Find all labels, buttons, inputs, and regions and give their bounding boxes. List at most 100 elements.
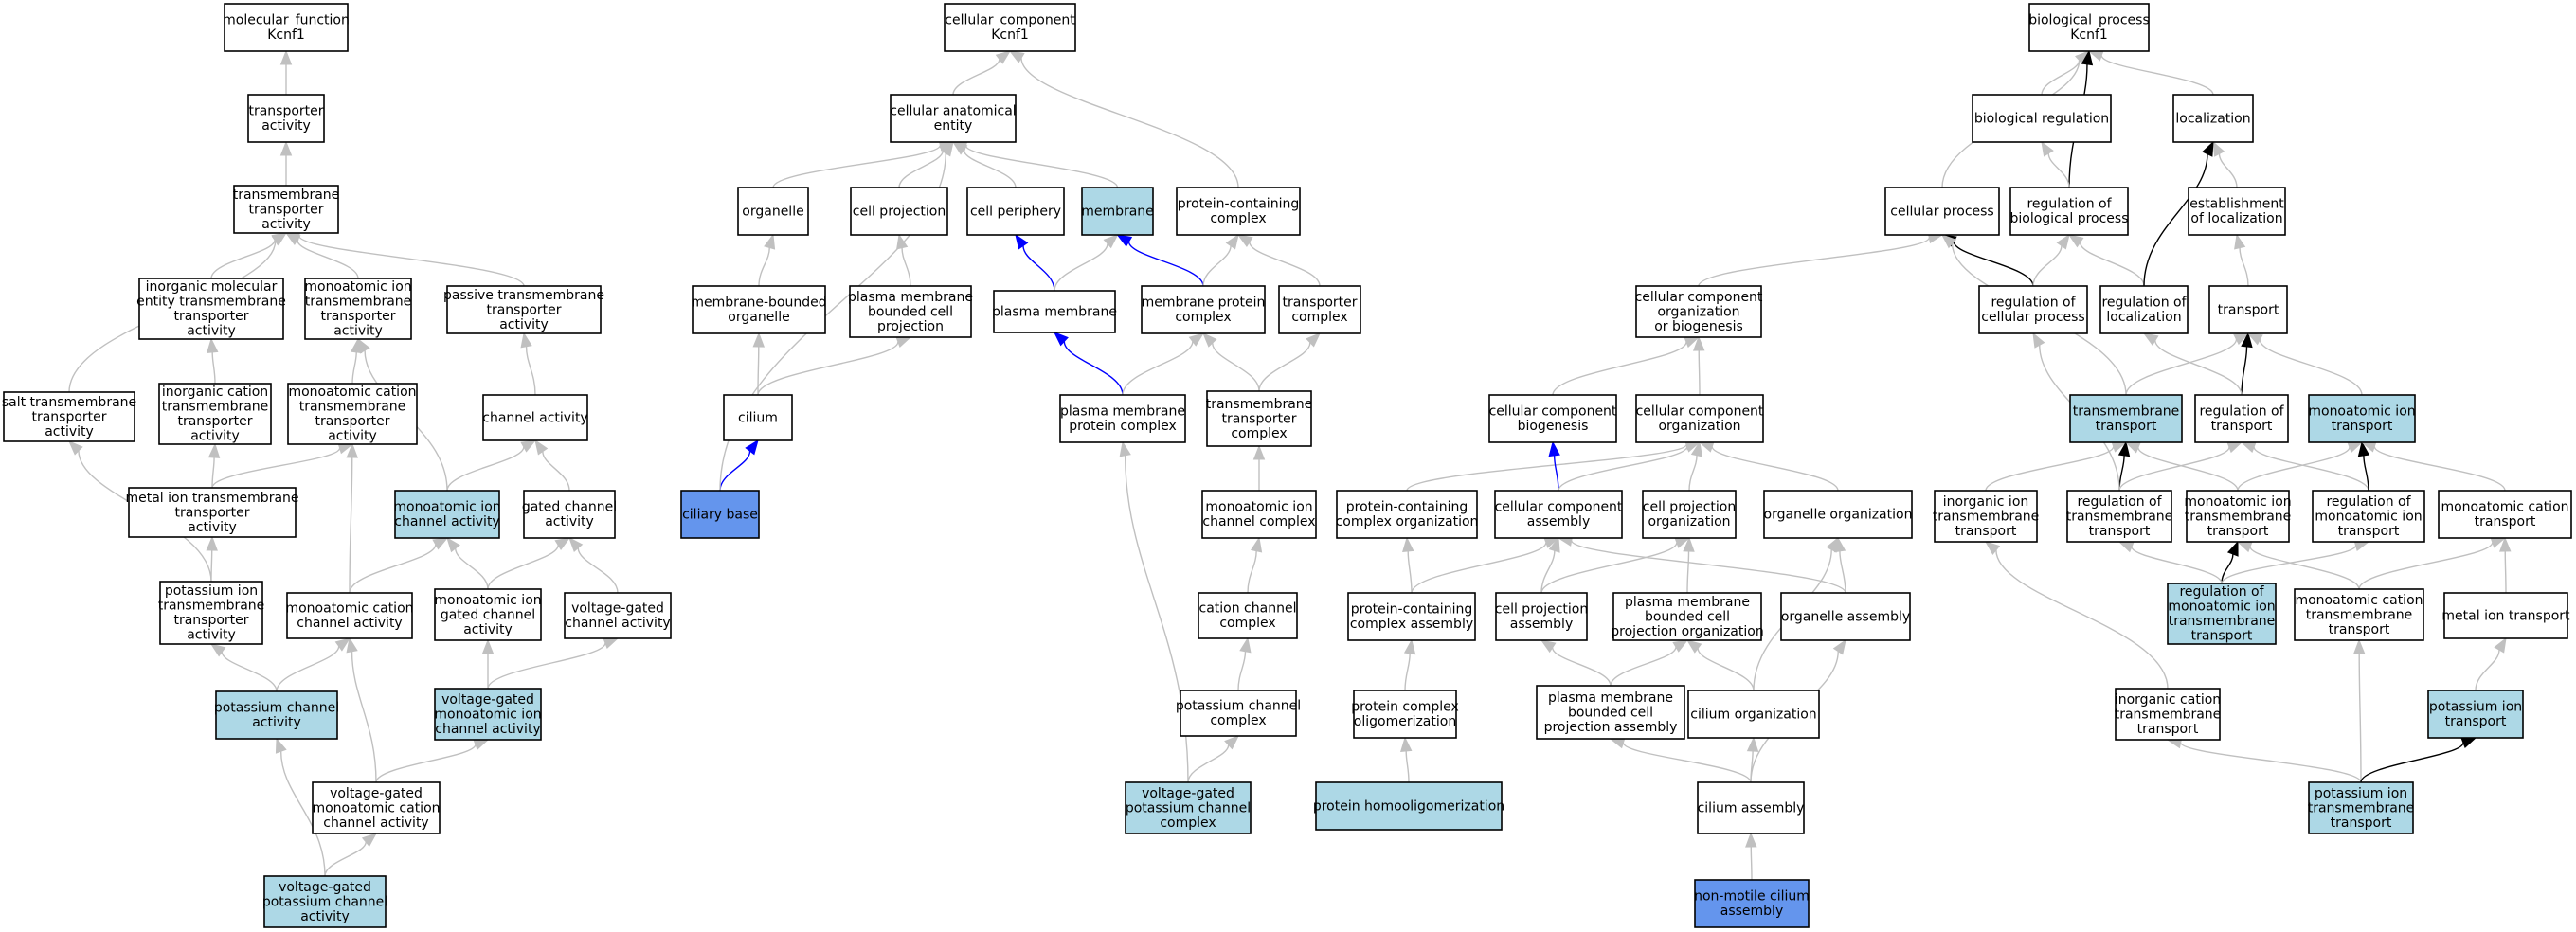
node-cellular_process[interactable]: cellular process	[1884, 187, 2000, 236]
node-localization[interactable]: localization	[2172, 94, 2254, 143]
node-cilium[interactable]: cilium	[723, 394, 793, 441]
arrowhead	[2056, 233, 2070, 250]
edge-line	[1237, 651, 1247, 691]
arrowhead	[473, 739, 490, 750]
node-biological_regulation[interactable]: biological regulation	[1972, 94, 2112, 143]
node-protein_homooligomerization[interactable]: protein homooligomerization	[1313, 781, 1504, 831]
node-cilium_organization[interactable]: cilium organization	[1687, 690, 1820, 739]
node-organelle_assembly[interactable]: organelle assembly	[1780, 592, 1911, 641]
arrowhead	[1008, 50, 1025, 63]
node-organelle[interactable]: organelle	[737, 187, 809, 236]
edge-line	[1750, 846, 1753, 881]
edge-inorg_cation_tm-to-inorg_mol_entity_tm	[207, 337, 219, 385]
node-potassium_ion_tm[interactable]: potassium iontransmembranetransporteract…	[158, 581, 265, 645]
node-transport[interactable]: transport	[2208, 285, 2288, 334]
node-channel_activity[interactable]: channel activity	[482, 394, 588, 441]
node-cell_projection[interactable]: cell projection	[850, 187, 948, 236]
node-label-line: transmembrane	[1933, 509, 2040, 524]
edge-monoatomic_ion_transport-to-transport	[2246, 332, 2363, 396]
edge-line	[2237, 446, 2351, 492]
node-plasma_membrane[interactable]: plasma membrane	[992, 290, 1117, 333]
node-box	[1180, 690, 1297, 737]
node-inorg_cation_tm[interactable]: inorganic cationtransmembranetransporter…	[158, 383, 272, 445]
edge-line	[1020, 58, 1239, 188]
node-cilium_assembly[interactable]: cilium assembly	[1697, 781, 1805, 834]
node-metal_ion_transport[interactable]: metal ion transport	[2441, 592, 2570, 639]
node-membrane[interactable]: membrane	[1081, 187, 1154, 236]
edge-monoatomic_cation_transport-to-monoatomic_ion_transport	[2360, 440, 2506, 492]
node-ciliary_base[interactable]: ciliary base	[680, 490, 760, 539]
edge-membrane_bounded_organelle-to-organelle	[758, 233, 776, 287]
edge-regulation_transport-to-regulation_localization	[2142, 332, 2243, 396]
node-monoatomic_cation_tm[interactable]: monoatomic cationtransmembranetransporte…	[287, 383, 418, 445]
node-label-line: voltage-gated	[279, 880, 371, 895]
edge-line	[2221, 545, 2357, 584]
node-monoatomic_ion_tm[interactable]: monoatomic iontransmembranetransporterac…	[304, 278, 412, 340]
edge-line	[758, 247, 770, 287]
node-organelle_organization[interactable]: organelle organization	[1763, 490, 1913, 539]
node-metal_ion_tm[interactable]: metal ion transmembranetransporteractivi…	[125, 487, 299, 538]
node-label-line: membrane-bounded	[691, 296, 826, 311]
node-cell_periphery[interactable]: cell periphery	[966, 187, 1065, 236]
node-box	[2099, 285, 2189, 334]
